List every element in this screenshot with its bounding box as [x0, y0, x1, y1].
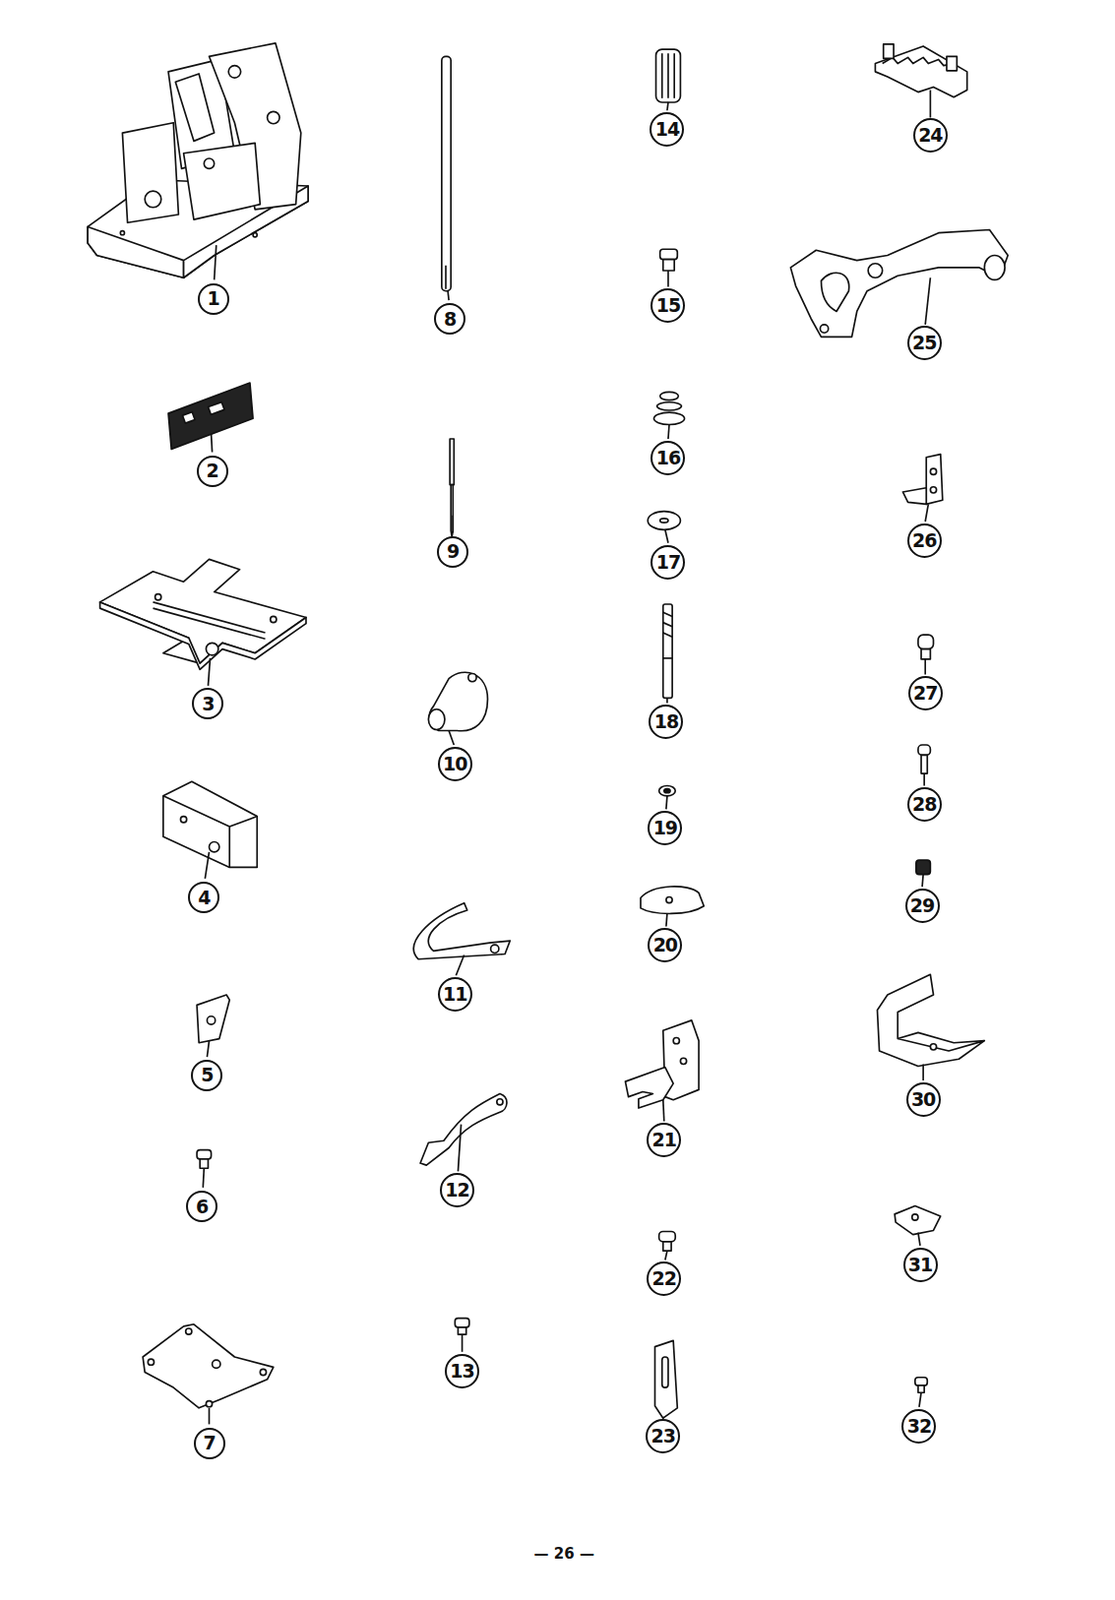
callout-number: 25 — [912, 333, 936, 353]
callout-circle: 23 — [645, 1419, 681, 1454]
callout-circle: 30 — [906, 1082, 941, 1117]
callout-circle: 2 — [196, 455, 229, 488]
callout-number: 15 — [656, 296, 681, 315]
callout-number: 23 — [651, 1426, 676, 1446]
callout-number: 16 — [656, 448, 681, 468]
callout-circle: 11 — [437, 977, 473, 1012]
callout-circle: 10 — [437, 746, 473, 782]
callout-circle: 14 — [649, 112, 684, 147]
callout-circle: 28 — [907, 787, 942, 822]
thread-guide-spring — [413, 903, 510, 977]
callout-circle: 16 — [650, 440, 685, 476]
callout-circle: 5 — [190, 1059, 223, 1092]
screw — [918, 744, 930, 786]
callout-number: 22 — [652, 1269, 677, 1289]
bottom-plate — [142, 1324, 274, 1425]
callout-circle: 7 — [193, 1427, 226, 1460]
callout-number: 21 — [652, 1130, 677, 1150]
tension-disc — [647, 511, 681, 544]
feed-bar — [790, 230, 1008, 338]
thread-stud — [663, 604, 673, 704]
washer — [659, 785, 677, 809]
callout-number: 19 — [653, 818, 678, 838]
rod — [441, 56, 451, 301]
callout-number: 13 — [449, 1362, 474, 1381]
callout-number: 2 — [205, 461, 218, 481]
callout-circle: 25 — [907, 325, 942, 361]
callout-number: 26 — [912, 531, 936, 551]
callout-number: 17 — [656, 553, 681, 572]
callout-number: 32 — [907, 1417, 931, 1436]
page-number: — 26 — — [534, 1547, 595, 1562]
screw — [454, 1318, 470, 1353]
angle-bracket — [902, 454, 942, 522]
angle-bracket — [624, 1020, 699, 1122]
callout-circle: 27 — [908, 676, 943, 711]
callout-circle: 3 — [191, 687, 224, 720]
callout-number: 8 — [443, 309, 456, 329]
callout-number: 14 — [655, 120, 680, 139]
callout-circle: 4 — [187, 881, 220, 914]
cap-nut — [428, 672, 488, 745]
callout-number: 1 — [207, 289, 220, 309]
callout-circle: 12 — [439, 1173, 475, 1208]
screw — [918, 634, 934, 675]
callout-circle: 21 — [646, 1122, 682, 1158]
knurled-nut — [656, 49, 682, 111]
screw — [196, 1150, 212, 1188]
callout-circle: 24 — [913, 118, 948, 153]
callout-circle: 19 — [647, 810, 682, 846]
callout-circle: 18 — [648, 704, 683, 740]
screw — [915, 1377, 928, 1408]
block — [163, 781, 257, 878]
callout-number: 6 — [195, 1197, 208, 1217]
callout-circle: 15 — [650, 288, 685, 323]
callout-number: 28 — [912, 795, 936, 814]
callout-number: 3 — [201, 694, 214, 714]
nut — [916, 860, 931, 887]
callout-circle: 1 — [197, 283, 230, 315]
link-arm — [420, 1094, 507, 1173]
callout-circle: 13 — [444, 1354, 480, 1389]
callout-circle: 6 — [185, 1190, 218, 1223]
small-bracket — [196, 994, 230, 1057]
callout-number: 20 — [653, 935, 678, 955]
machine-bed — [87, 43, 309, 280]
throat-plate — [100, 558, 307, 686]
callout-circle: 31 — [903, 1247, 938, 1283]
callout-circle: 8 — [433, 303, 466, 335]
presser-foot — [876, 974, 985, 1081]
callout-circle: 9 — [436, 536, 469, 568]
callout-number: 24 — [918, 125, 942, 145]
callout-number: 11 — [442, 985, 467, 1004]
callout-number: 10 — [442, 754, 467, 774]
callout-number: 12 — [444, 1180, 469, 1200]
feed-dog — [874, 44, 967, 119]
cap — [660, 248, 679, 287]
callout-number: 30 — [911, 1090, 935, 1110]
callout-number: 27 — [913, 683, 937, 703]
callout-circle: 20 — [647, 928, 682, 963]
tension-spring — [653, 391, 684, 439]
callout-number: 9 — [446, 542, 459, 561]
screw — [659, 1231, 677, 1260]
needle — [449, 438, 454, 538]
callout-number: 18 — [654, 712, 679, 732]
callout-circle: 29 — [905, 888, 940, 924]
callout-number: 4 — [197, 888, 210, 908]
callout-circle: 22 — [646, 1261, 682, 1297]
callout-circle: 26 — [907, 523, 942, 558]
callout-number: 29 — [910, 896, 934, 916]
callout-number: 31 — [908, 1255, 932, 1275]
callout-number: 5 — [200, 1065, 213, 1085]
disc-plate — [640, 886, 704, 928]
slotted-plate — [654, 1340, 678, 1419]
callout-number: 7 — [202, 1433, 215, 1453]
small-guide — [894, 1206, 941, 1246]
name-plate — [168, 382, 253, 452]
callout-circle: 17 — [650, 545, 685, 580]
callout-circle: 32 — [901, 1409, 936, 1444]
